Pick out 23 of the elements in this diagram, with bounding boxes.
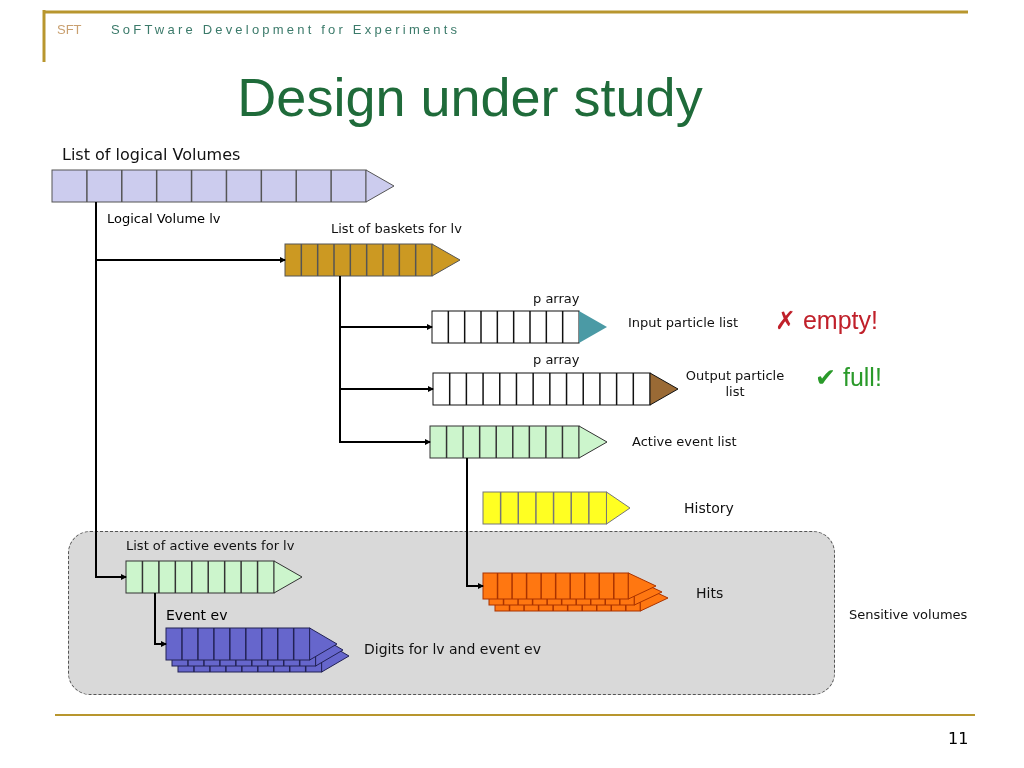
array-label: List of baskets for lv [331,221,462,237]
status-note: ✔ full! [815,362,882,392]
array-label: Input particle list [628,315,739,331]
page-number: 11 [948,729,969,749]
header-subtitle: SoFTware Development for Experiments [111,22,461,38]
array-label: Output particle list [684,368,786,400]
group-tag: SFT [57,22,82,38]
connector-arrow [466,457,484,589]
array-label: History [684,500,734,517]
connector-arrow [154,592,167,647]
connector-arrow [339,275,431,445]
link-label: Event ev [166,607,228,624]
array-label: Sensitive volumes [849,607,968,623]
array-label: List of logical Volumes [62,145,241,165]
link-label: Logical Volume lv [107,211,221,227]
slide-title: Design under study [236,66,704,129]
array-label: List of active events for lv [126,538,295,554]
array-label: Active event list [632,434,737,450]
array-caption: p array [533,352,580,368]
array-label: Digits for lv and event ev [364,641,542,658]
array-label: Hits [696,585,724,602]
array-caption: p array [533,291,580,307]
status-note: ✗ empty! [775,305,878,335]
